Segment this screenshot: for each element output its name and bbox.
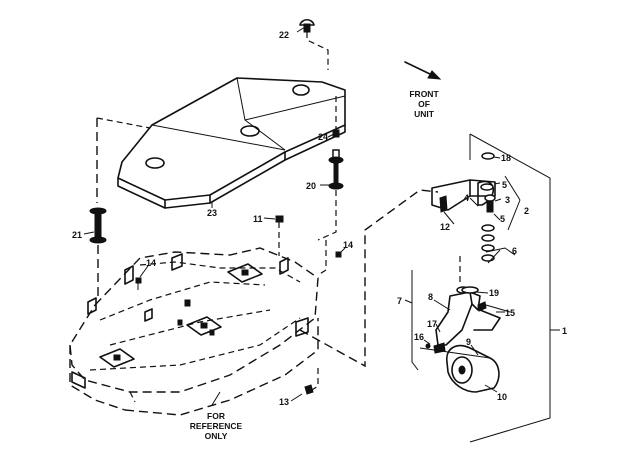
cover-hole — [292, 84, 310, 96]
spacer-bolt — [317, 96, 344, 241]
front-note-line3: UNIT — [414, 109, 435, 119]
callout-12: 12 — [440, 222, 450, 232]
leader-lines — [83, 26, 560, 402]
front-note-line2: OF — [418, 99, 430, 109]
callout-13: 13 — [279, 397, 289, 407]
bolt-11 — [275, 215, 284, 256]
front-note-line1: FRONT — [409, 89, 439, 99]
callout-9: 9 — [466, 337, 471, 347]
caster-wheel — [419, 342, 500, 393]
bolt-13 — [304, 368, 319, 395]
callout-18: 18 — [501, 153, 511, 163]
callout-7: 7 — [397, 296, 402, 306]
front-of-unit-note: FRONT OF UNIT — [409, 89, 439, 119]
cover-hole — [240, 125, 260, 137]
callout-15: 15 — [505, 308, 515, 318]
front-arrow — [404, 61, 442, 80]
reference-note-line2: REFERENCE — [190, 421, 243, 431]
callout-20: 20 — [306, 181, 316, 191]
deck-cover — [117, 77, 346, 209]
callout-14-right: 14 — [343, 240, 353, 250]
callout-5-bottom: 5 — [500, 214, 505, 224]
bolt-14-left — [135, 277, 142, 290]
reference-note-line1: FOR — [207, 411, 225, 421]
reference-note-line3: ONLY — [205, 431, 228, 441]
callout-23: 23 — [207, 208, 217, 218]
deck-to-caster-line — [299, 189, 439, 368]
callout-24: 24 — [318, 132, 328, 142]
bolt-left — [89, 117, 151, 300]
callout-2: 2 — [524, 206, 529, 216]
assembly-bracket-1 — [469, 133, 551, 443]
assembly-bracket-2 — [504, 175, 521, 231]
callout-5-top: 5 — [502, 180, 507, 190]
mower-deck — [69, 247, 319, 416]
caster-fork — [435, 286, 511, 346]
callout-16: 16 — [414, 332, 424, 342]
callout-22: 22 — [279, 30, 289, 40]
callout-6: 6 — [512, 246, 517, 256]
callout-1: 1 — [562, 326, 567, 336]
callout-labels: 22 24 20 21 23 11 14 14 12 4 18 5 3 5 2 … — [72, 30, 567, 407]
callout-8: 8 — [428, 292, 433, 302]
caster-hardware — [459, 152, 516, 285]
callout-4: 4 — [464, 193, 469, 203]
callout-11: 11 — [253, 214, 263, 224]
cover-hole — [145, 157, 165, 169]
assembly-bracket-7 — [411, 270, 419, 371]
callout-14-left: 14 — [146, 258, 156, 268]
caster-bracket — [431, 179, 496, 213]
callout-3: 3 — [505, 195, 510, 205]
bolt-14-right — [317, 240, 342, 276]
callout-10: 10 — [497, 392, 507, 402]
callout-19: 19 — [489, 288, 499, 298]
reference-only-note: FOR REFERENCE ONLY — [190, 391, 243, 441]
callout-21: 21 — [72, 230, 82, 240]
callout-17: 17 — [427, 319, 437, 329]
